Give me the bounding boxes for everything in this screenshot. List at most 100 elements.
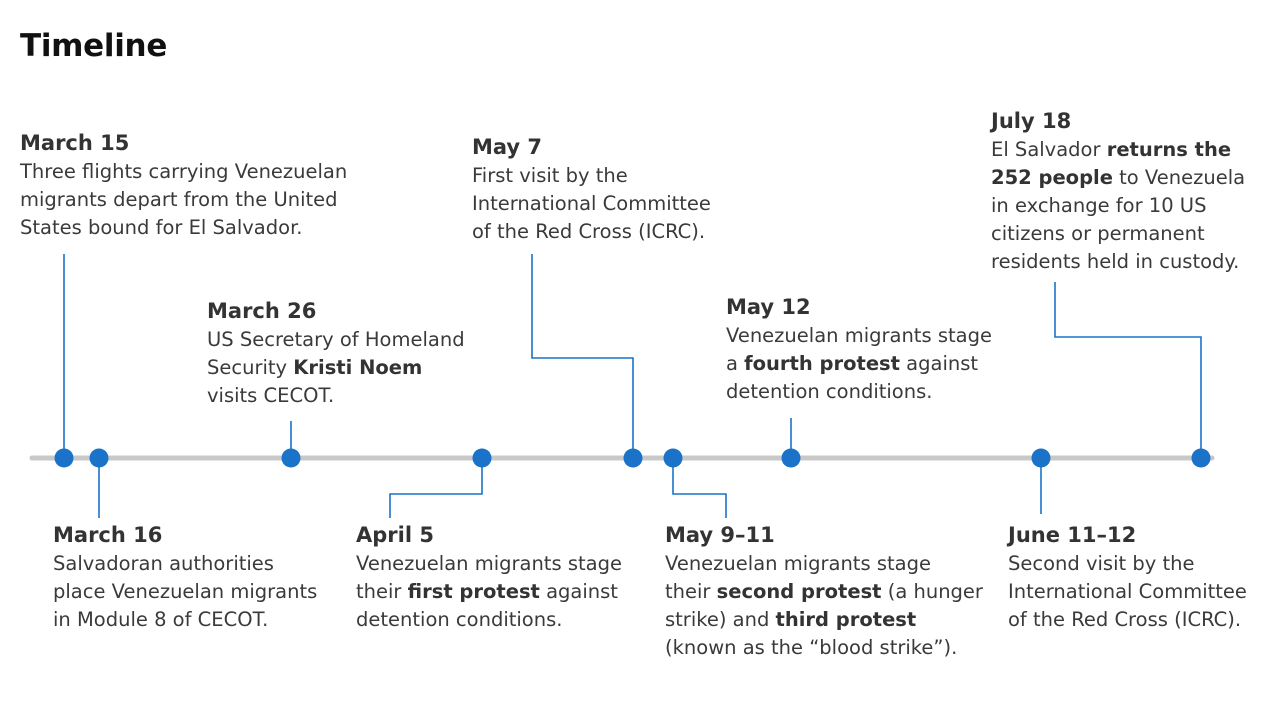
description-line: of the Red Cross (ICRC). <box>472 218 711 246</box>
event-dot-july-18 <box>1191 448 1211 468</box>
page-title: Timeline <box>20 28 168 64</box>
event-dot-march-15 <box>54 448 74 468</box>
description-text: International Committee <box>472 192 711 215</box>
emphasis-text: first protest <box>407 580 540 603</box>
description-text: their <box>356 580 408 603</box>
description-text: Salvadoran authorities <box>53 552 274 575</box>
event-dot-may-9-11 <box>663 448 683 468</box>
description-text: against <box>539 580 618 603</box>
description-line: Venezuelan migrants stage <box>726 322 992 350</box>
description-text: detention conditions. <box>356 608 563 631</box>
description-line: their first protest against <box>356 578 622 606</box>
event-dot-may-12 <box>781 448 801 468</box>
event-description: Venezuelan migrants stage a fourth protes… <box>726 322 992 406</box>
description-text: place Venezuelan migrants <box>53 580 318 603</box>
description-text: Venezuelan migrants stage <box>665 552 931 575</box>
description-text: Venezuelan migrants stage <box>356 552 622 575</box>
event-dot-june-11-12 <box>1031 448 1051 468</box>
event-date: March 15 <box>20 131 130 155</box>
description-line: Three flights carrying Venezuelan <box>20 158 347 186</box>
description-line: in exchange for 10 US <box>991 192 1245 220</box>
description-text: their <box>665 580 717 603</box>
description-line: citizens or permanent <box>991 220 1245 248</box>
event-date: May 7 <box>472 135 543 159</box>
description-text: International Committee <box>1008 580 1247 603</box>
event-date: May 9–11 <box>665 523 775 547</box>
connector-may-7 <box>531 254 634 458</box>
description-line: of the Red Cross (ICRC). <box>1008 606 1247 634</box>
emphasis-text: 252 people <box>991 166 1113 189</box>
description-text: States bound for El Salvador. <box>20 216 303 239</box>
description-text: First visit by the <box>472 164 628 187</box>
description-line: 252 people to Venezuela <box>991 164 1245 192</box>
description-text: El Salvador <box>991 138 1107 161</box>
description-text: visits CECOT. <box>207 384 335 407</box>
description-text: detention conditions. <box>726 380 933 403</box>
event-dot-april-5 <box>472 448 492 468</box>
emphasis-text: second protest <box>716 580 882 603</box>
description-line: in Module 8 of CECOT. <box>53 606 317 634</box>
event-date: June 11–12 <box>1008 523 1137 547</box>
description-text: in Module 8 of CECOT. <box>53 608 269 631</box>
description-line: International Committee <box>472 190 711 218</box>
description-text: US Secretary of Homeland <box>207 328 465 351</box>
event-date: March 16 <box>53 523 163 547</box>
description-text: of the Red Cross (ICRC). <box>1008 608 1242 631</box>
description-line: Security Kristi Noem <box>207 354 465 382</box>
description-text: strike) and <box>665 608 776 631</box>
connector-may-9-11 <box>672 458 727 518</box>
event-april-5: April 5 Venezuelan migrants stage their fi… <box>356 520 622 634</box>
description-text: citizens or permanent <box>991 222 1205 245</box>
description-text: Three flights carrying Venezuelan <box>20 160 348 183</box>
emphasis-text: fourth protest <box>744 352 900 375</box>
description-line: residents held in custody. <box>991 248 1245 276</box>
connector-july-18 <box>1054 282 1202 458</box>
description-line: place Venezuelan migrants <box>53 578 317 606</box>
description-line: visits CECOT. <box>207 382 465 410</box>
event-date: April 5 <box>356 523 434 547</box>
description-line: International Committee <box>1008 578 1247 606</box>
event-date: March 26 <box>207 299 317 323</box>
description-text: migrants depart from the United <box>20 188 338 211</box>
event-description: Venezuelan migrants stage their first pro… <box>356 550 622 634</box>
description-text: in exchange for 10 US <box>991 194 1207 217</box>
description-line: Venezuelan migrants stage <box>665 550 983 578</box>
emphasis-text: third protest <box>775 608 917 631</box>
event-may-12: May 12 Venezuelan migrants stage a fourth … <box>726 292 992 406</box>
description-line: detention conditions. <box>356 606 622 634</box>
event-description: Three flights carrying Venezuelan migrant… <box>20 158 347 242</box>
description-line: First visit by the <box>472 162 711 190</box>
event-dot-march-26 <box>281 448 301 468</box>
event-description: Salvadoran authorities place Venezuelan m… <box>53 550 317 634</box>
description-line: migrants depart from the United <box>20 186 347 214</box>
description-line: US Secretary of Homeland <box>207 326 465 354</box>
description-line: Venezuelan migrants stage <box>356 550 622 578</box>
description-line: El Salvador returns the <box>991 136 1245 164</box>
description-text: a <box>726 352 745 375</box>
description-line: their second protest (a hunger <box>665 578 983 606</box>
event-dot-march-16 <box>89 448 109 468</box>
description-text: Security <box>207 356 294 379</box>
description-line: detention conditions. <box>726 378 992 406</box>
description-line: (known as the “blood strike”). <box>665 634 983 662</box>
emphasis-text: Kristi Noem <box>293 356 423 379</box>
event-march-15: March 15 Three flights carrying Venezuela… <box>20 128 347 242</box>
event-date: July 18 <box>991 109 1072 133</box>
description-text: residents held in custody. <box>991 250 1240 273</box>
description-text: to Venezuela <box>1112 166 1246 189</box>
description-line: Salvadoran authorities <box>53 550 317 578</box>
description-text: of the Red Cross (ICRC). <box>472 220 706 243</box>
event-march-16: March 16 Salvadoran authorities place Vene… <box>53 520 317 634</box>
event-date: May 12 <box>726 295 811 319</box>
description-text: Venezuelan migrants stage <box>726 324 992 347</box>
description-line: strike) and third protest <box>665 606 983 634</box>
